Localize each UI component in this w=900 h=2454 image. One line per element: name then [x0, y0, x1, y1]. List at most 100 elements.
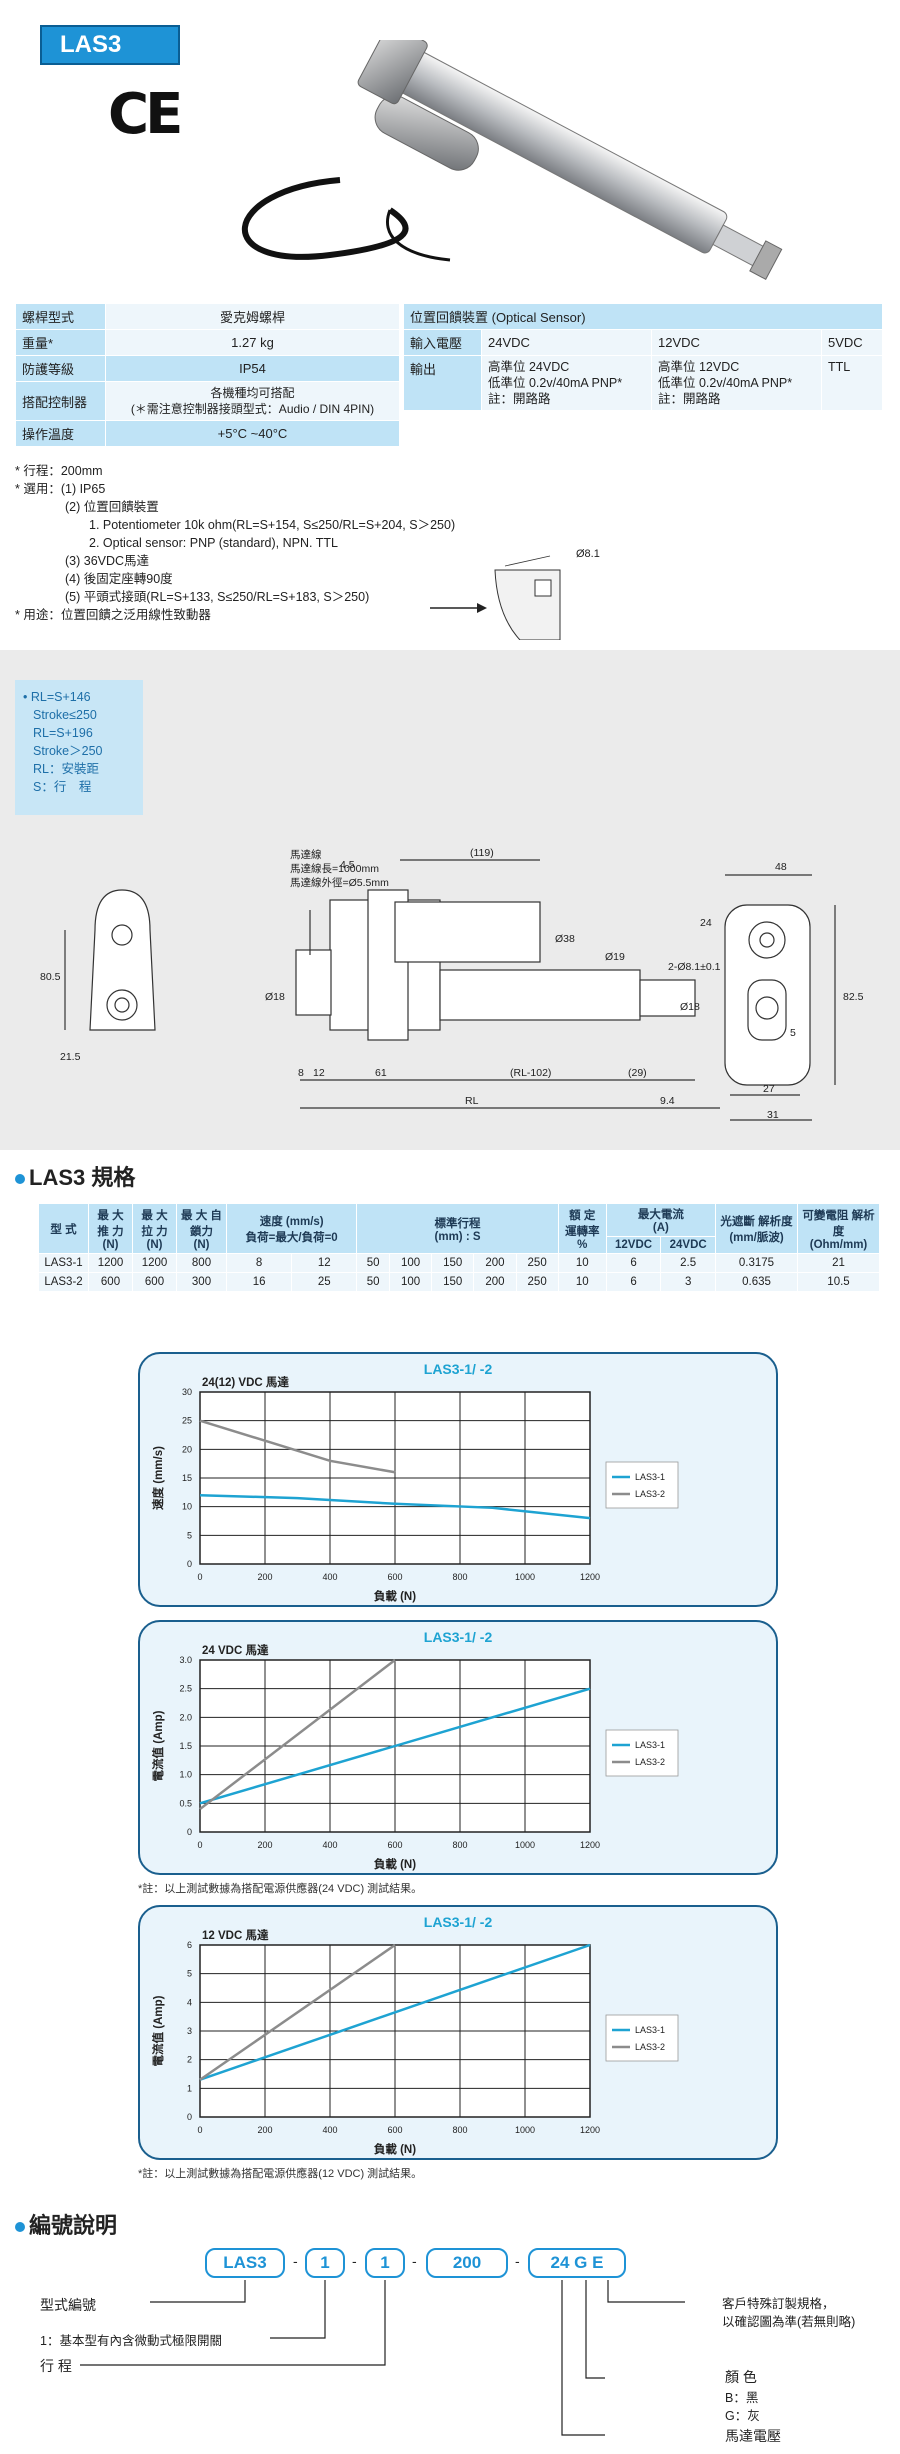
dim-label: Ø18 — [265, 991, 285, 1003]
code-dash: - — [515, 2253, 520, 2269]
note-line: (3) 36VDC馬達 — [65, 554, 150, 568]
x-tick-label: 800 — [452, 1572, 467, 1582]
legend-box — [605, 1461, 679, 1509]
cell: 2.5 — [660, 1253, 716, 1273]
y-tick-label: 25 — [182, 1416, 192, 1426]
cell: 10 — [557, 1253, 607, 1273]
res-head: 光遮斷 解析度 — [720, 1215, 793, 1228]
cell: LAS3-1 — [38, 1253, 89, 1273]
cell: 250 — [515, 1253, 559, 1273]
legend-label: LAS3-1 — [635, 2025, 665, 2035]
series-line-las3-2 — [199, 1943, 396, 2081]
x-tick-label: 1200 — [580, 1572, 600, 1582]
table-row: LAS3-2 600 600 300 16 25 50 100 150 200 … — [38, 1272, 880, 1292]
cell: 200 — [473, 1272, 517, 1292]
cell: 150 — [431, 1272, 475, 1292]
col-current: 最大電流(A) — [605, 1203, 717, 1237]
spec-grid: 型 式 最 大 推 力 (N) 最 大 拉 力 (N) 最 大 自鎖力 (N) … — [38, 1203, 880, 1292]
code-box-suffix: 24 G E — [528, 2248, 626, 2278]
input-voltage-label: 輸入電壓 — [403, 329, 482, 356]
sensor-table: 位置回饋裝置 (Optical Sensor) 輸入電壓 24VDC 12VDC… — [403, 303, 883, 411]
bullet-icon — [15, 2222, 25, 2233]
y-axis-label: 電流值 (Amp) — [151, 1710, 165, 1781]
spec-label: 螺桿型式 — [15, 303, 106, 330]
flat-head-detail — [430, 555, 561, 640]
chart-title: LAS3-1/ -2 — [424, 1629, 493, 1645]
legend-box — [605, 1729, 679, 1777]
speed-sub: 負荷=最大/負荷=0 — [245, 1231, 338, 1244]
col-model: 型 式 — [38, 1203, 89, 1254]
duty-head: 額 定 運轉率 — [564, 1209, 600, 1238]
x-tick-label: 0 — [197, 1840, 202, 1850]
label-stroke: 行 程 — [40, 2358, 72, 2374]
label-custom-2: 以確認圖為準(若無則略) — [722, 2315, 856, 2329]
x-tick-label: 400 — [322, 2125, 337, 2135]
y-tick-label: 2.5 — [179, 1684, 192, 1694]
dim-label: RL — [465, 1095, 479, 1107]
col-12v: 12VDC — [605, 1236, 662, 1254]
legend-label: LAS3-1 — [635, 1740, 665, 1750]
series-line-las3-1 — [199, 1687, 591, 1805]
dim-label: 4.5 — [340, 859, 355, 871]
x-tick-label: 400 — [322, 1840, 337, 1850]
x-tick-label: 800 — [452, 2125, 467, 2135]
chart-note-12: *註：以上測試數據為搭配電源供應器(12 VDC) 測試結果。 — [138, 2168, 423, 2180]
legend-label: LAS3-2 — [635, 1757, 665, 1767]
output-line: 註：開路路 — [488, 392, 551, 406]
label-color-black: B：黑 — [725, 2391, 759, 2405]
y-tick-label: 1 — [187, 2083, 192, 2093]
label-basic-type: 1：基本型有內含微動式極限開關 — [40, 2334, 222, 2348]
y-axis-label: 速度 (mm/s) — [151, 1446, 165, 1510]
y-tick-label: 0 — [187, 1559, 192, 1569]
cell: 250 — [515, 1272, 559, 1292]
cell: 600 — [88, 1272, 133, 1292]
y-tick-label: 4 — [187, 1997, 192, 2007]
cell: 21 — [797, 1253, 880, 1273]
note-line: (4) 後固定座轉90度 — [65, 572, 173, 586]
series-line-las3-1 — [199, 1493, 591, 1520]
y-tick-label: 3.0 — [179, 1655, 192, 1665]
voltage-5: 5VDC — [821, 329, 883, 356]
note-line: * 用途：位置回饋之泛用線性致動器 — [15, 608, 211, 622]
dim-label: 21.5 — [60, 1051, 81, 1063]
spec-section-title: LAS3 規格 — [15, 1160, 135, 1192]
x-axis-label: 負載 (N) — [374, 1589, 416, 1603]
dim-label: 80.5 — [40, 971, 61, 983]
col-stroke: 標準行程(mm) : S — [356, 1203, 559, 1254]
x-tick-label: 800 — [452, 1840, 467, 1850]
dim-label: 2-Ø8.1±0.1 — [668, 961, 721, 973]
y-tick-label: 0.5 — [179, 1798, 192, 1808]
cell: 100 — [388, 1253, 433, 1273]
col-duty: 額 定 運轉率% — [557, 1203, 607, 1254]
label-motor-voltage: 馬達電壓 — [725, 2428, 781, 2444]
spec-label: 防護等級 — [15, 355, 106, 382]
label-color: 顏 色 — [725, 2369, 757, 2385]
spec-label: 搭配控制器 — [15, 381, 106, 421]
output-12: 高準位 12VDC 低準位 0.2v/40mA PNP* 註：開路路 — [651, 355, 822, 411]
note-line: 2. Optical sensor: PNP (standard), NPN. … — [89, 536, 338, 550]
dim-label: 82.5 — [843, 991, 864, 1003]
order-section-title: 編號說明 — [15, 2208, 117, 2240]
wire-length-label: 馬達線長=1000mm — [290, 862, 379, 875]
stroke-head: 標準行程 — [434, 1217, 481, 1230]
y-tick-label: 2 — [187, 2055, 192, 2065]
col-24v: 24VDC — [660, 1236, 716, 1254]
code-box-option: 1 — [365, 2248, 405, 2278]
bullet-icon — [15, 1174, 25, 1185]
label-color-gray: G：灰 — [725, 2409, 760, 2423]
col-speed: 速度 (mm/s)負荷=最大/負荷=0 — [225, 1203, 358, 1254]
x-tick-label: 1200 — [580, 2125, 600, 2135]
y-tick-label: 0 — [187, 1827, 192, 1837]
note-line: * 行程：200mm — [15, 464, 103, 478]
options-notes: * 行程：200mm * 選用：(1) IP65 (2) 位置回饋裝置 1. P… — [15, 462, 455, 624]
output-5: TTL — [821, 355, 883, 411]
cell: 10 — [557, 1272, 607, 1292]
y-tick-label: 3 — [187, 2026, 192, 2036]
output-line: TTL — [828, 360, 851, 374]
col-res: 光遮斷 解析度(mm/脈波) — [715, 1203, 798, 1254]
controller-text: 各機種均可搭配 — [210, 386, 295, 400]
cell: 150 — [431, 1253, 475, 1273]
legend-line: S：行 程 — [33, 780, 92, 794]
voltage-24: 24VDC — [481, 329, 652, 356]
